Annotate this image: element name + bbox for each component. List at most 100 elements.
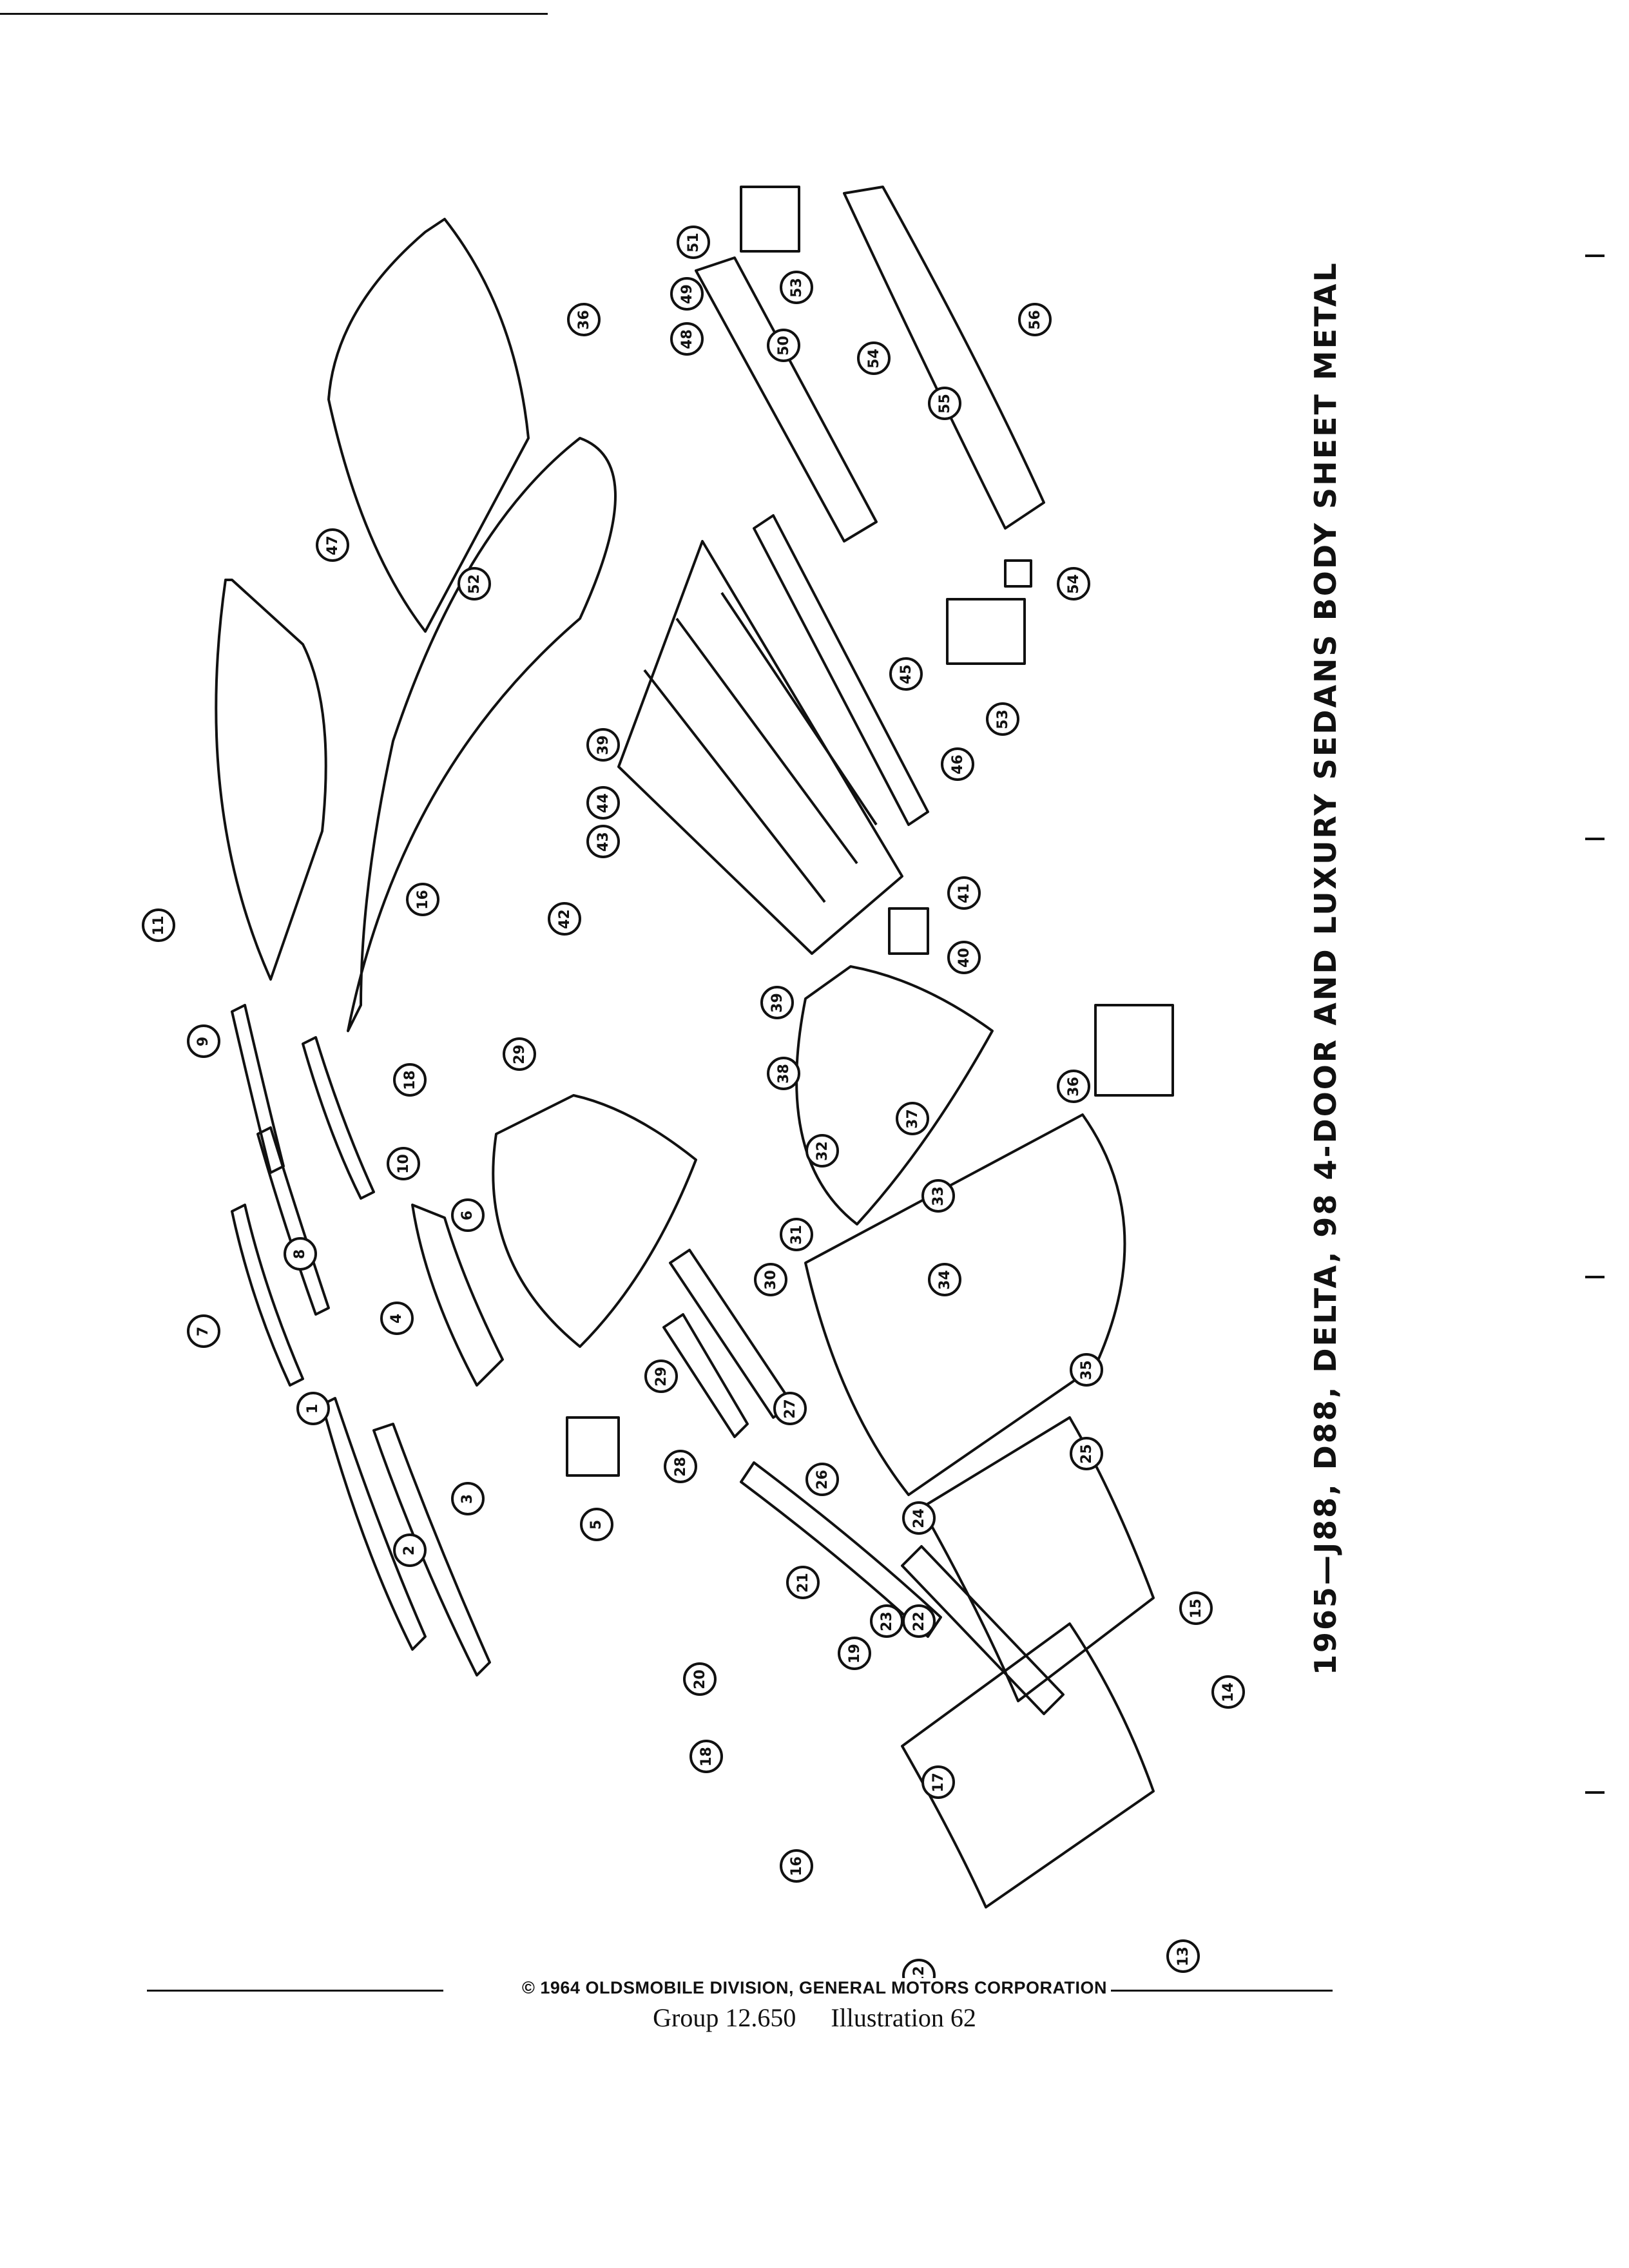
- roof-panel: [215, 579, 327, 981]
- callout-29a: 29: [644, 1360, 678, 1393]
- callout-4: 4: [380, 1302, 414, 1335]
- front-door: [901, 1622, 1155, 1908]
- callout-1: 1: [296, 1392, 330, 1425]
- callout-38: 38: [767, 1057, 800, 1090]
- side-rail-23: [740, 1461, 942, 1638]
- callout-15: 15: [1179, 1591, 1213, 1625]
- callout-31: 31: [780, 1218, 813, 1251]
- callout-28: 28: [664, 1450, 697, 1483]
- callout-18b: 18: [393, 1063, 427, 1097]
- callout-52: 52: [458, 567, 491, 601]
- deck-lid-panel: [327, 218, 530, 633]
- callout-16b: 16: [406, 883, 439, 916]
- edge-mark-4: [1585, 1791, 1605, 1794]
- wheelhouse: [795, 965, 994, 1225]
- callout-43: 43: [586, 825, 620, 858]
- callout-11: 11: [142, 908, 175, 942]
- callout-46: 46: [941, 747, 974, 781]
- quarter-outer-56: [843, 186, 1045, 530]
- rocker-panel-45: [753, 514, 929, 826]
- callout-29b: 29: [503, 1037, 536, 1071]
- callout-7: 7: [187, 1314, 220, 1348]
- header-strip-7: [231, 1204, 304, 1387]
- footer-reference: Group 12.650 Illustration 62: [0, 2003, 1629, 2033]
- bracket-53a: [740, 186, 800, 253]
- rocker-28: [662, 1313, 749, 1438]
- callout-18a: 18: [689, 1740, 723, 1773]
- callout-44: 44: [586, 786, 620, 820]
- header-strip-1: [321, 1397, 427, 1651]
- callout-54a: 54: [857, 341, 891, 375]
- callout-53b: 53: [986, 702, 1019, 736]
- callout-41: 41: [947, 876, 981, 910]
- callout-36b: 36: [567, 303, 601, 336]
- bracket-40: [888, 907, 929, 955]
- side-rail-22: [901, 1545, 1065, 1715]
- callout-55: 55: [928, 387, 961, 420]
- group-number: Group 12.650: [653, 2003, 796, 2032]
- callout-10: 10: [387, 1147, 420, 1180]
- header-strip-8: [256, 1126, 330, 1316]
- copyright-line: © 1964 OLDSMOBILE DIVISION, GENERAL MOTO…: [0, 1978, 1629, 1998]
- header-strip-9: [231, 1004, 285, 1174]
- callout-27: 27: [773, 1392, 807, 1425]
- callout-6: 6: [451, 1198, 485, 1232]
- rear-body-structure: [347, 437, 617, 1032]
- callout-37: 37: [896, 1102, 929, 1135]
- callout-35: 35: [1070, 1353, 1103, 1387]
- callout-9: 9: [187, 1024, 220, 1058]
- callout-19: 19: [838, 1637, 871, 1670]
- callout-24: 24: [902, 1501, 936, 1535]
- callout-3: 3: [451, 1482, 485, 1515]
- callout-26: 26: [805, 1463, 839, 1496]
- callout-50: 50: [767, 329, 800, 362]
- callout-13: 13: [1166, 1939, 1200, 1973]
- callout-14: 14: [1211, 1675, 1245, 1709]
- callout-39b: 39: [586, 728, 620, 762]
- bracket-5: [566, 1416, 620, 1477]
- header-strip-10: [302, 1036, 375, 1200]
- callout-8: 8: [284, 1237, 317, 1271]
- front-fender: [804, 1113, 1126, 1496]
- callout-39a: 39: [760, 986, 794, 1019]
- callout-36a: 36: [1057, 1070, 1090, 1103]
- bracket-54: [1004, 559, 1032, 588]
- callout-2: 2: [393, 1533, 427, 1567]
- edge-mark-2: [1585, 838, 1605, 840]
- callout-53a: 53: [780, 271, 813, 304]
- callout-30: 30: [754, 1263, 787, 1296]
- instrument-panel: [411, 1204, 504, 1387]
- callout-22: 22: [902, 1604, 936, 1638]
- callout-21: 21: [786, 1566, 820, 1599]
- callout-45: 45: [889, 657, 923, 691]
- top-rule: [0, 13, 548, 15]
- footer-rule-left: [147, 1990, 443, 1992]
- header-strip-2: [372, 1423, 491, 1677]
- callout-56: 56: [1018, 303, 1052, 336]
- callout-32: 32: [805, 1134, 839, 1168]
- rear-quarter-inner-49: [695, 256, 878, 543]
- bracket-36: [1094, 1004, 1174, 1097]
- edge-mark-3: [1585, 1276, 1605, 1278]
- copyright-text: © 1964 OLDSMOBILE DIVISION, GENERAL MOTO…: [517, 1978, 1111, 1997]
- rear-door: [920, 1416, 1155, 1702]
- edge-mark-1: [1585, 255, 1605, 257]
- dash-panel: [492, 1094, 697, 1348]
- callout-51: 51: [677, 226, 710, 259]
- bracket-53b: [946, 598, 1026, 665]
- footer-rule-right: [998, 1990, 1333, 1992]
- callout-40: 40: [947, 941, 981, 974]
- callout-34: 34: [928, 1263, 961, 1296]
- callout-54b: 54: [1057, 567, 1090, 601]
- callout-47: 47: [316, 528, 349, 562]
- callout-23: 23: [870, 1604, 903, 1638]
- callout-25: 25: [1070, 1437, 1103, 1470]
- callout-42: 42: [548, 902, 581, 936]
- illustration-number: Illustration 62: [831, 2003, 976, 2032]
- callout-48: 48: [670, 322, 704, 356]
- callout-49: 49: [670, 277, 704, 311]
- floor-pan-ribs: [643, 591, 878, 903]
- page-title: 1965—J88, D88, DELTA, 98 4-DOOR AND LUXU…: [1308, 261, 1343, 1675]
